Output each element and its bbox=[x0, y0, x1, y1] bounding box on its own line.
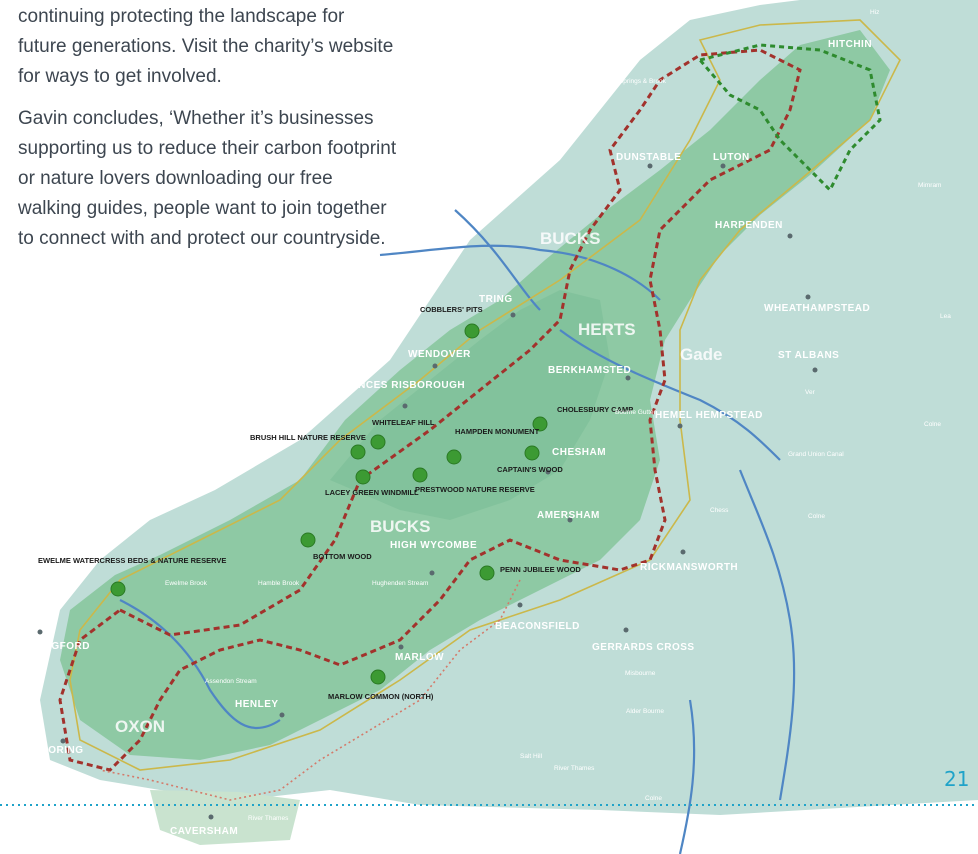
region-label-herts: HERTS bbox=[578, 320, 636, 339]
water-label-river-thames-caversham: River Thames bbox=[248, 815, 289, 822]
town-label-dunstable: DUNSTABLE bbox=[616, 152, 681, 163]
site-label-ewelme: EWELME WATERCRESS BEDS & NATURE RESERVE bbox=[38, 556, 226, 565]
site-label-marlow-common: MARLOW COMMON (NORTH) bbox=[328, 692, 434, 701]
article-paragraph-1: continuing protecting the landscape for … bbox=[18, 6, 394, 87]
site-label-cholesbury-camp: CHOLESBURY CAMP bbox=[557, 405, 633, 414]
town-label-harpenden: HARPENDEN bbox=[715, 220, 783, 231]
town-label-berkhamsted: BERKHAMSTED bbox=[548, 365, 631, 376]
town-label-st-albans: ST ALBANS bbox=[778, 350, 839, 361]
water-label-chess: Chess bbox=[710, 507, 729, 514]
region-label-bucks: BUCKS bbox=[370, 517, 430, 536]
town-label-henley: HENLEY bbox=[235, 699, 279, 710]
water-label-ewelme-brook: Ewelme Brook bbox=[165, 580, 208, 587]
site-dots bbox=[110, 323, 548, 685]
water-label-hughenden-stream: Hughenden Stream bbox=[372, 580, 428, 587]
site-label-lacey-green: LACEY GREEN WINDMILL bbox=[325, 488, 419, 497]
article-paragraph-2: Gavin concludes, ‘Whether it’s businesse… bbox=[18, 108, 397, 249]
water-label-assendon-stream: Assendon Stream bbox=[205, 678, 257, 685]
site-label-cobblers-pits: COBBLERS' PITS bbox=[420, 305, 483, 314]
town-label-beaconsfield: BEACONSFIELD bbox=[495, 621, 580, 632]
site-label-bottom-wood: BOTTOM WOOD bbox=[313, 552, 372, 561]
town-label-gerrards-cross: GERRARDS CROSS bbox=[592, 642, 695, 653]
town-label-tring: TRING bbox=[479, 294, 513, 305]
water-label-river-thames-west: River Thames bbox=[18, 593, 59, 600]
water-label-ver: Ver bbox=[805, 389, 816, 396]
town-label-amersham: AMERSHAM bbox=[537, 510, 600, 521]
town-label-marlow: MARLOW bbox=[395, 652, 444, 663]
water-label-colne-east: Colne bbox=[924, 421, 941, 428]
water-label-grand-union: Grand Union Canal bbox=[788, 451, 844, 458]
water-label-bourne-gutter: Bourne Gutter bbox=[615, 409, 657, 416]
water-label-colne-south: Colne bbox=[645, 795, 662, 802]
site-label-prestwood: PRESTWOOD NATURE RESERVE bbox=[415, 485, 535, 494]
hitchin-loop-route bbox=[697, 43, 882, 193]
town-dots bbox=[37, 163, 818, 820]
chilterns-way-route bbox=[58, 48, 802, 772]
site-label-hampden-monument: HAMPDEN MONUMENT bbox=[455, 427, 540, 436]
aonb-core bbox=[330, 290, 610, 520]
water-label-hamble-brook: Hamble Brook bbox=[258, 580, 300, 587]
town-label-wheathampstead: WHEATHAMPSTEAD bbox=[764, 303, 870, 314]
water-label-misbourne: Misbourne bbox=[625, 670, 656, 677]
town-label-hitchin: HITCHIN bbox=[828, 39, 872, 50]
water-label-salt-hill: Salt Hill bbox=[520, 753, 543, 760]
town-label-chesham: CHESHAM bbox=[552, 447, 606, 458]
extension-route bbox=[99, 579, 521, 801]
water-label-mimram: Mimram bbox=[918, 182, 941, 189]
region-label-bucks-north: BUCKS bbox=[540, 229, 600, 248]
water-label-alder-bourne: Alder Bourne bbox=[626, 708, 664, 715]
water-label-colne-mid: Colne bbox=[808, 513, 825, 520]
water-label-hiz: Hiz bbox=[870, 9, 879, 16]
water-label-gade: Gade bbox=[680, 345, 723, 364]
town-label-caversham: CAVERSHAM bbox=[170, 826, 238, 837]
site-label-captains-wood: CAPTAIN'S WOOD bbox=[497, 465, 563, 474]
water-label-lea: Lea bbox=[940, 313, 951, 320]
town-label-hemel-hempstead: HEMEL HEMPSTEAD bbox=[655, 410, 763, 421]
site-label-whiteleaf-hill: WHITELEAF HILL bbox=[372, 418, 435, 427]
town-label-high-wycombe: HIGH WYCOMBE bbox=[390, 540, 477, 551]
town-label-luton: LUTON bbox=[713, 152, 750, 163]
map-land-south bbox=[150, 790, 300, 845]
rivers bbox=[119, 209, 796, 854]
region-label-oxon: OXON bbox=[115, 717, 165, 736]
site-label-brush-hill: BRUSH HILL NATURE RESERVE bbox=[250, 433, 366, 442]
article-text: continuing protecting the landscape for … bbox=[18, 2, 398, 266]
town-label-goring: GORING bbox=[40, 745, 84, 756]
water-label-river-thames-south: River Thames bbox=[554, 765, 595, 772]
town-label-wallingford: WALLINGFORD bbox=[10, 641, 90, 652]
water-label-barton-springs: Barton Springs & Brook bbox=[598, 78, 667, 85]
town-label-princes-risborough: PRINCES RISBOROUGH bbox=[340, 380, 465, 391]
site-label-penn-jubilee: PENN JUBILEE WOOD bbox=[500, 565, 581, 574]
town-label-wendover: WENDOVER bbox=[408, 349, 471, 360]
town-label-rickmansworth: RICKMANSWORTH bbox=[640, 562, 738, 573]
page-number: 21 bbox=[944, 767, 969, 791]
aonb-boundary bbox=[69, 19, 901, 771]
